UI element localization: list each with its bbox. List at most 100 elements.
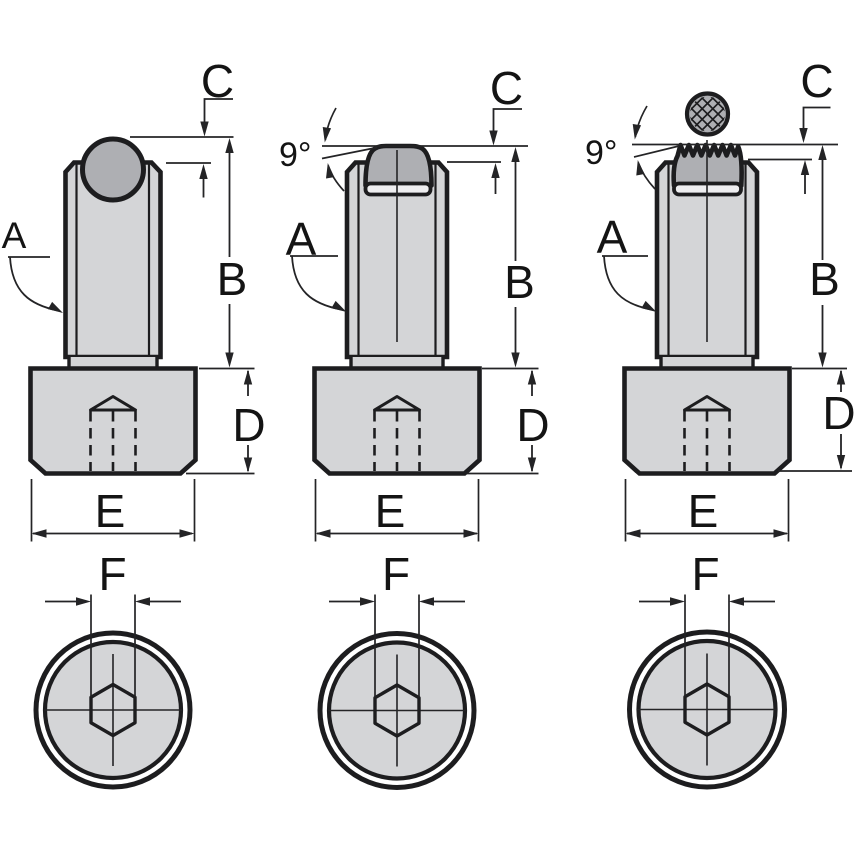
dim-e-extension-lines	[624, 479, 790, 542]
dim-d-arrow-down	[527, 457, 537, 473]
hex-socket-cone-hidden	[89, 395, 137, 412]
dim-f-extension-lines	[374, 594, 420, 698]
hex-socket-hidden-lines	[683, 411, 731, 471]
ball-tip	[80, 136, 146, 203]
dim-b-arrow-up	[225, 138, 234, 153]
dim-f-arrow-left	[135, 597, 150, 606]
angle-label: 9°	[279, 136, 312, 174]
dim-c-arrow-up	[491, 163, 500, 178]
dim-d-label: D	[822, 387, 854, 439]
dim-c-bracket	[802, 106, 831, 139]
hex-socket	[373, 683, 421, 738]
dim-c-label: C	[800, 55, 833, 107]
hex-socket-hidden-lines	[89, 411, 137, 471]
dim-f-arrow-left	[419, 597, 434, 606]
callout-a-arrowhead	[331, 300, 347, 312]
dim-d-arrow-up	[527, 369, 537, 385]
hex-socket	[683, 682, 731, 737]
angle-leader-top-arrowhead	[322, 127, 332, 143]
dim-c-arrow-up	[800, 160, 810, 175]
dim-c-arrow-down	[799, 128, 808, 143]
dim-c-arrow-down	[489, 130, 498, 146]
dim-b-label: B	[504, 256, 535, 308]
dim-f-arrow-left	[729, 597, 744, 606]
callout-a-leader	[8, 256, 59, 312]
dim-d-extension-lines	[778, 367, 852, 472]
dim-b-arrow-down	[511, 352, 520, 368]
thread-relief-neck	[69, 357, 157, 369]
dim-f-label: F	[691, 548, 719, 600]
thread-minor-lines	[75, 164, 151, 357]
crosshair-centerlines	[637, 653, 777, 766]
angle-lower-line	[321, 146, 378, 160]
hex-socket-hidden-lines	[373, 411, 421, 471]
angle-label: 9°	[585, 134, 618, 172]
callout-a-leader	[602, 255, 652, 311]
variant-2-side-view: 9° C B D E A	[279, 62, 550, 542]
dim-e-label: E	[375, 485, 406, 537]
dim-e-extension-lines	[314, 479, 480, 542]
variant-3-bottom-view: F	[627, 548, 787, 790]
dim-f-arrow-right	[360, 597, 375, 606]
dim-c-arrow-down	[200, 121, 209, 137]
angle-leader-bottom-arrowhead	[636, 160, 645, 176]
callout-a-label: A	[2, 215, 27, 256]
dim-d-extension-lines	[467, 367, 539, 475]
dim-e-label: E	[95, 485, 126, 537]
dim-d-arrow-up	[836, 369, 846, 385]
dim-d-arrow-down	[836, 455, 846, 470]
hex-socket-cone-hidden	[683, 395, 731, 412]
callout-a-label: A	[597, 211, 628, 263]
knurl-hatching	[690, 96, 725, 132]
dim-b-arrow-down	[818, 352, 827, 368]
dim-b-arrow-up	[511, 147, 520, 162]
dim-c-arrow-up	[199, 164, 208, 179]
dim-e-label: E	[688, 485, 719, 537]
variant-1-side-view: C B D E A	[2, 55, 266, 542]
dim-e-arrow-left	[625, 529, 641, 538]
dim-f-arrow-right	[76, 597, 91, 606]
dim-e-arrow-right	[463, 529, 479, 538]
dim-d-label: D	[232, 399, 265, 451]
thread-relief-neck	[661, 357, 753, 369]
angle-leader-bottom-arrowhead	[325, 163, 335, 179]
dim-d-extension-lines	[186, 367, 255, 475]
callout-a-arrowhead	[641, 300, 657, 312]
dim-f-extension-lines	[90, 594, 136, 697]
thread-relief-neck	[351, 357, 443, 369]
hex-socket-cone-hidden	[373, 395, 421, 412]
dim-f-extension-lines	[684, 594, 730, 697]
dim-c-label: C	[490, 62, 523, 114]
variant-2-bottom-view: F	[317, 548, 477, 790]
collar-rim	[363, 181, 433, 197]
crosshair-centerlines	[328, 654, 466, 767]
flat-pad-tip	[363, 143, 434, 188]
angle-leader-top-arrowhead	[632, 124, 642, 140]
dim-d-arrow-up	[243, 369, 253, 385]
threaded-shaft	[63, 160, 163, 360]
variant-1-bottom-view: F	[33, 548, 193, 790]
dim-d-arrow-down	[243, 457, 253, 473]
thread-minor-lines	[357, 164, 437, 357]
callout-a-arrowhead	[47, 301, 63, 313]
dim-f-label: F	[382, 548, 410, 600]
dim-d-label: D	[516, 399, 549, 451]
dim-b-label: B	[217, 253, 248, 305]
dim-b-arrow-down	[225, 352, 234, 368]
callout-a-label: A	[286, 213, 317, 265]
dim-e-arrow-right	[773, 529, 789, 538]
thread-minor-lines	[667, 164, 747, 357]
crosshair-centerlines	[44, 654, 182, 766]
angle-lower-line	[633, 145, 680, 158]
dim-e-arrow-left	[31, 529, 47, 538]
dim-e-arrow-right	[179, 529, 195, 538]
dim-c-bracket	[492, 108, 522, 141]
dim-e-arrow-left	[315, 529, 331, 538]
dim-f-arrow-right	[670, 597, 685, 606]
dim-e-extension-lines	[30, 479, 196, 542]
variant-3-side-view: 9° C B D E A	[585, 55, 854, 542]
dim-f-label: F	[98, 548, 126, 600]
dim-b-label: B	[809, 253, 840, 305]
